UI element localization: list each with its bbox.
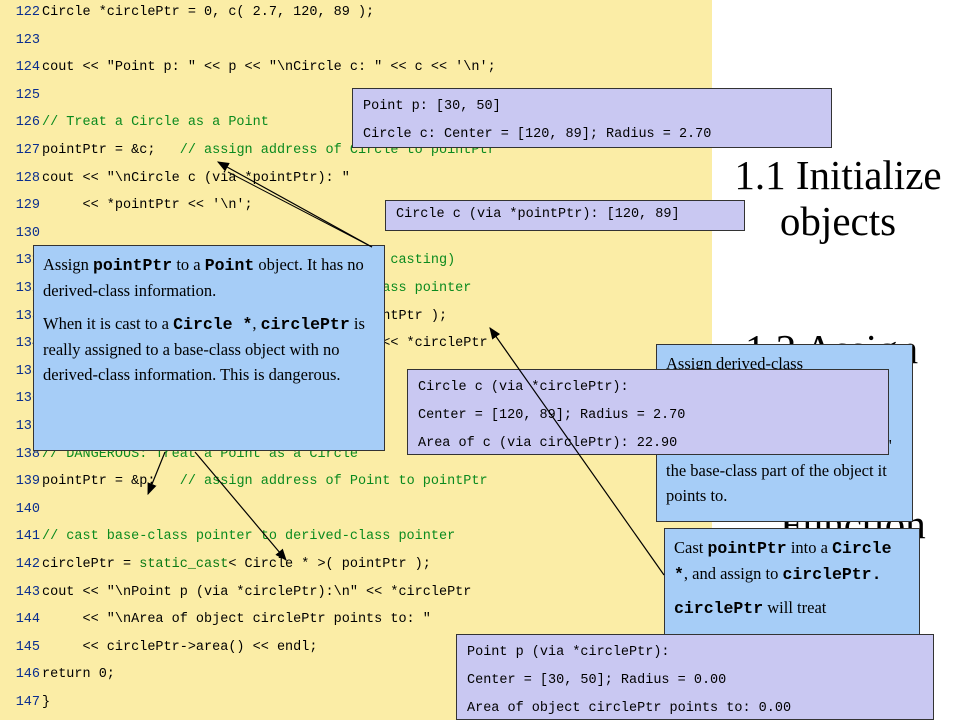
note-dangerous-cast: Assign pointPtr to a Point object. It ha… <box>33 245 385 451</box>
line-number: 122 <box>15 5 40 20</box>
arrow-to-line-133 <box>489 327 665 576</box>
line-number: 147 <box>15 695 40 710</box>
code-text: return 0; <box>42 667 115 683</box>
code-line: 147} <box>0 693 712 713</box>
slide-title: 1.1 Initialize objects <box>734 152 942 244</box>
line-number: 123 <box>15 32 40 48</box>
output-line: Point p: [30, 50] <box>363 99 501 114</box>
code-line: 145 << circlePtr->area() << endl; <box>0 638 712 658</box>
arrow-to-line-139 <box>147 451 166 496</box>
arrow-link <box>227 171 373 248</box>
note-cast-pointptr: Cast pointPtr into a Circle *, and assig… <box>664 528 920 653</box>
code-line: 126// Treat a Circle as a Point <box>0 113 712 133</box>
code-text: // cast base-class pointer to derived-cl… <box>42 529 456 545</box>
code-term: circlePtr. <box>782 565 882 584</box>
output-box-via-pointptr: Circle c (via *pointPtr): [120, 89] <box>385 200 745 231</box>
code-text: << circlePtr->area() << endl; <box>42 639 318 655</box>
code-term: Point <box>204 256 255 275</box>
line-number: 127 <box>15 143 40 158</box>
code-line: 129 << *pointPtr << '\n'; <box>0 196 712 216</box>
code-text: cout << "Point p: " << p << "\nCircle c:… <box>42 60 496 76</box>
code-line: 144 << "\nArea of object circlePtr point… <box>0 610 712 630</box>
code-text: cout << "\nPoint p (via *circlePtr):\n" … <box>42 584 472 600</box>
line-number: 125 <box>15 87 40 103</box>
line-number: 143 <box>15 584 40 600</box>
line-number: 124 <box>15 60 40 76</box>
code-text: Circle *circlePtr = 0, c( 2.7, 120, 89 )… <box>42 5 375 20</box>
code-text: << *pointPtr << '\n'; <box>42 198 253 214</box>
code-line: 130 <box>0 224 712 244</box>
code-text: circlePtr = static_cast< Circle * >( poi… <box>42 557 431 572</box>
line-number: 146 <box>15 667 40 683</box>
output-line: Point p (via *circlePtr): <box>467 645 670 660</box>
line-number: 139 <box>15 474 40 490</box>
note-text: Assign derived-class <box>666 354 804 373</box>
line-number: 128 <box>15 170 40 186</box>
output-line: Area of object circlePtr points to: 0.00 <box>467 701 792 716</box>
code-text: cout << "\nCircle c (via *pointPtr): " <box>42 170 350 186</box>
line-number: 129 <box>15 198 40 214</box>
note-paragraph: When it is cast to a Circle *, circlePtr… <box>43 314 365 384</box>
line-number: 142 <box>15 557 40 572</box>
code-term: Circle * <box>674 539 892 584</box>
line-number: 141 <box>15 529 40 545</box>
code-line: 140 <box>0 500 712 520</box>
note-paragraph: Cast pointPtr into a Circle *, and assig… <box>674 538 892 584</box>
output-line: Circle c (via *pointPtr): [120, 89] <box>396 207 680 222</box>
output-box-point-via-circleptr: Point p (via *circlePtr): Center = [30, … <box>456 634 934 720</box>
code-text: << "\nArea of object circlePtr points to… <box>42 612 431 628</box>
output-line: Circle c: Center = [120, 89]; Radius = 2… <box>363 127 712 142</box>
code-term: Circle * <box>173 315 253 334</box>
code-text: // Treat a Circle as a Point <box>42 115 269 131</box>
code-line: 123 <box>0 31 712 51</box>
note-paragraph: Assign pointPtr to a Point object. It ha… <box>43 255 364 300</box>
line-number: 144 <box>15 612 40 628</box>
line-number: 126 <box>15 115 40 131</box>
output-line: Center = [120, 89]; Radius = 2.70 <box>418 408 686 423</box>
line-number: 140 <box>15 501 40 517</box>
line-number: 130 <box>15 225 40 241</box>
output-box-via-circleptr: Circle c (via *circlePtr): Center = [120… <box>407 369 889 455</box>
code-text: } <box>42 695 51 710</box>
code-term: pointPtr <box>92 256 173 275</box>
output-line: Circle c (via *circlePtr): <box>418 380 629 395</box>
code-line: 141// cast base-class pointer to derived… <box>0 527 712 547</box>
output-line: Area of c (via circlePtr): 22.90 <box>418 436 678 451</box>
arrow-to-line-142 <box>194 451 287 561</box>
code-term: pointPtr <box>707 539 787 558</box>
code-term: circlePtr <box>260 315 350 334</box>
line-number: 145 <box>15 639 40 655</box>
output-line: Center = [30, 50]; Radius = 0.00 <box>467 673 727 688</box>
code-line: 125 <box>0 86 712 106</box>
code-term: circlePtr <box>674 599 764 618</box>
note-paragraph: circlePtr will treat <box>674 598 827 618</box>
arrow-to-line-127 <box>216 161 373 248</box>
output-box-point-circle: Point p: [30, 50] Circle c: Center = [12… <box>352 88 832 148</box>
